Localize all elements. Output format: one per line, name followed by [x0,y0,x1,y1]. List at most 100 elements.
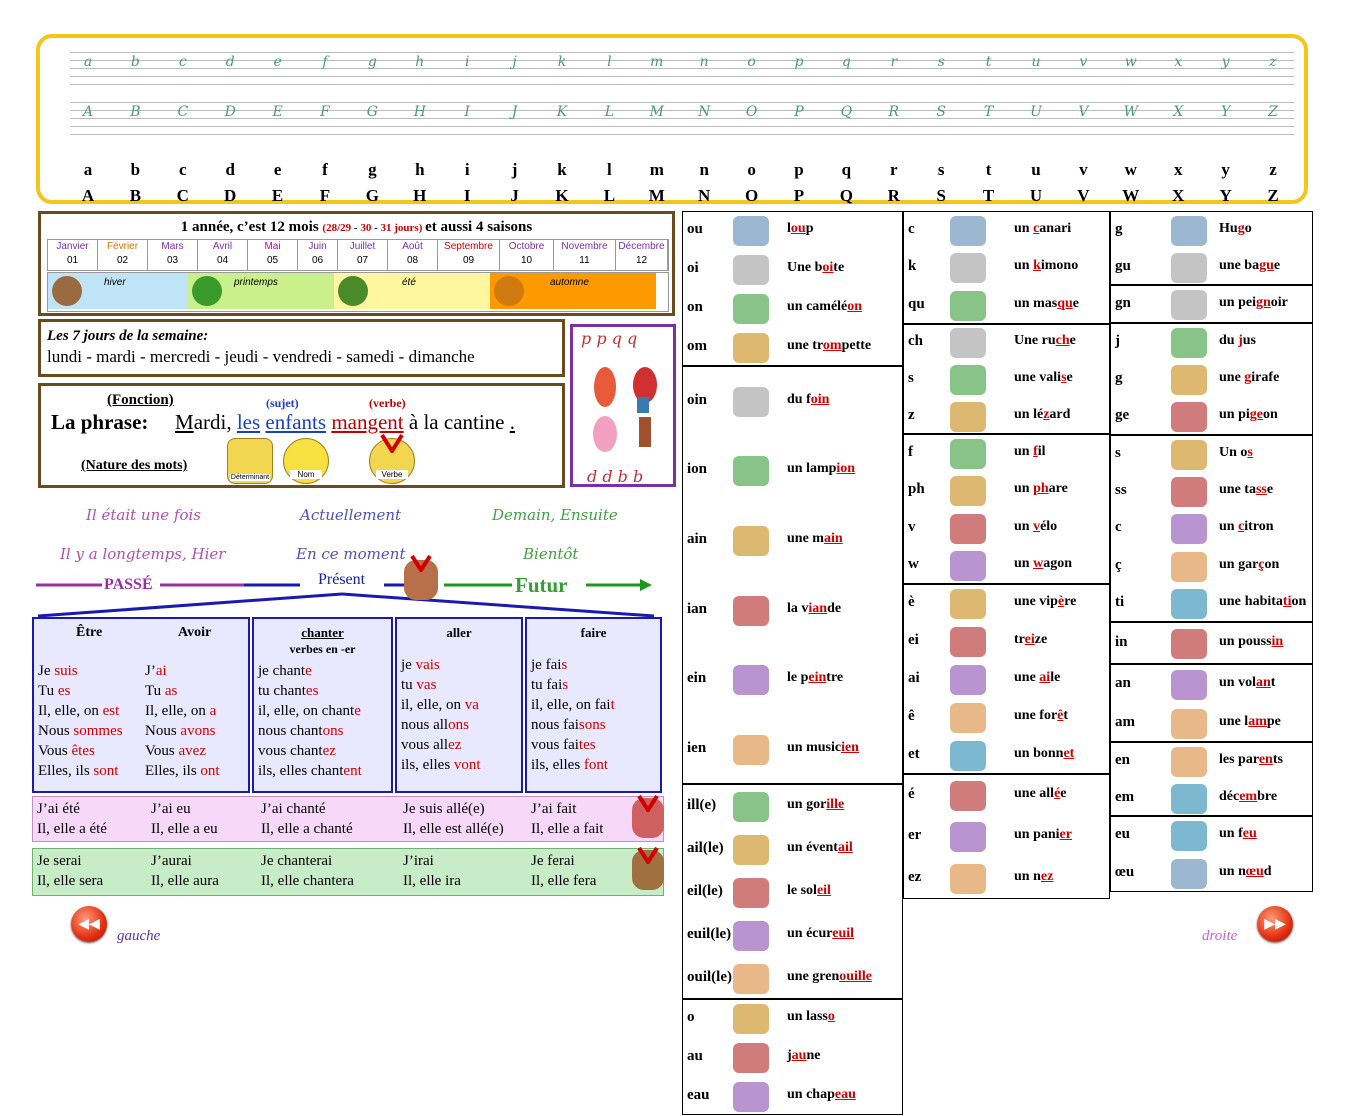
sound-grapheme: on [687,298,703,315]
word-picture-icon [1171,669,1207,700]
tree-icon [494,276,524,306]
sound-word: un kimono [1014,258,1078,274]
cursive-letter: q [841,54,851,70]
word-end: tre [826,670,844,686]
sound-word: un lézard [1014,407,1070,423]
conj-etre-header: Être [76,625,103,640]
word-start: un [1014,443,1034,459]
conj-ending: vais [415,657,440,673]
word-picture-icon [1171,589,1207,620]
lower-letter: k [557,160,567,179]
word-sound: ç [1258,556,1265,572]
next-page-button[interactable]: ▶▶ [1257,906,1293,942]
cursive-capital: U [1030,104,1042,120]
upper-letter: J [510,186,519,205]
conj-line: il, elle, on fait [531,695,615,715]
word-end: on [1264,556,1280,572]
cursive-capital: C [177,104,189,120]
next-page-label[interactable]: droite [1202,928,1238,944]
word-sound: om [822,337,842,353]
upper-letter: M [648,186,665,205]
lower-letter: h [415,160,425,179]
word-end: ard [1049,406,1071,422]
sound-row: euil(le)un écureuil [687,914,900,957]
conj-stem: nous all [401,717,449,733]
lower-letter: r [890,160,898,179]
days-31: 31 [380,222,392,234]
word-sound: c [1033,220,1040,236]
cursive-capital: I [464,104,470,120]
sound-word: un lampion [787,461,855,477]
sound-word: un fil [1014,444,1046,460]
cursive-letter: r [890,54,898,70]
cursive-capital: K [556,104,568,120]
word-picture-icon [733,1004,769,1035]
word-start: le p [787,670,809,686]
word-sound: am [1248,713,1267,729]
lower-letter: a [83,160,93,179]
sound-word: une main [787,531,843,547]
conj-passe-third: Il, elle a chanté [261,821,353,837]
cursive-letter: s [937,54,945,70]
lower-letter: s [937,160,945,179]
sound-grapheme: eau [687,1086,710,1103]
word-picture-icon [733,1042,769,1073]
conj-ending: avez [178,743,206,759]
cursive-capital: Y [1220,104,1231,120]
cursive-lower-lines [70,46,1294,86]
conj-ending: t [610,697,615,713]
word-start: un pi [1219,407,1250,423]
sound-grapheme: g [1115,220,1123,237]
word-sound: z [1043,406,1050,422]
sound-grapheme: ph [908,481,925,498]
conj-line: je vais [401,655,481,675]
word-end: de [827,600,842,616]
conj-passe-first: J’ai été [37,801,80,817]
word-end: pe [1266,713,1281,729]
letters-pq-db-panel: p p q q d d b b [570,324,676,487]
lower-letter: m [649,160,664,179]
previous-page-label[interactable]: gauche [117,928,161,944]
previous-page-button[interactable]: ◀◀ [71,906,107,942]
sound-grapheme: in [1115,634,1128,650]
sound-word: un gorille [787,797,844,813]
word-sound: w [1033,556,1044,572]
conj-ending: ez [448,737,462,753]
word-end: oir [1270,295,1288,310]
cursive-capital: S [936,104,946,120]
sound-grapheme: ez [908,869,922,886]
cursive-capital: T [983,104,994,120]
word-picture-icon [1171,327,1207,358]
verbe-character: Verbe [369,433,415,484]
word-start: une for [1014,708,1058,723]
word-end: ts [1272,751,1283,767]
conj-line: ils, elles chantent [258,761,362,781]
word-start: une vip [1014,594,1058,609]
upper-letter: B [129,186,142,205]
sound-grapheme: gn [1115,295,1131,311]
word-picture-icon [950,215,986,246]
season-0: hiver [48,273,188,309]
sound-word: un musicien [787,740,859,756]
conj-stem: Vous [38,743,72,759]
tree-icon [52,276,82,306]
word-sound: s [1061,369,1067,385]
word-end: e [1060,785,1067,801]
cursive-upper-lines [70,96,1294,136]
word-picture-icon [950,703,986,733]
sound-word: les parents [1219,752,1283,768]
conj-passe-third: Il, elle a fait [531,821,604,837]
season-label: printemps [234,277,278,288]
conj-stem: je [401,657,416,673]
